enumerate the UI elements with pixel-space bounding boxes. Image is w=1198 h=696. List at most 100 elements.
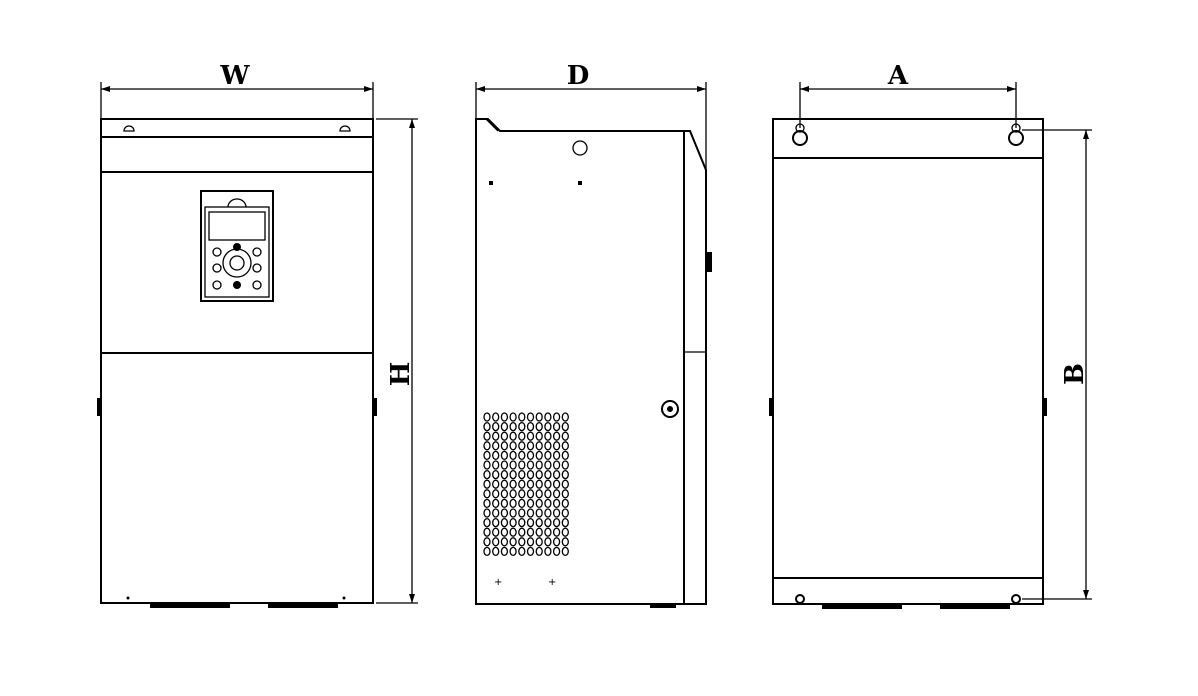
vent-slot xyxy=(492,412,500,422)
vent-slot xyxy=(544,498,552,509)
vent-slot xyxy=(561,517,569,528)
vent-slot xyxy=(561,489,569,499)
vent-slot xyxy=(552,498,561,509)
vent-slot xyxy=(492,498,500,509)
vent-slot xyxy=(535,527,543,537)
vent-slot xyxy=(526,469,535,480)
label-b: B xyxy=(1060,363,1090,385)
vent-slot xyxy=(509,527,517,537)
label-a: A xyxy=(887,61,909,91)
front-enclosure xyxy=(100,118,374,604)
keypad xyxy=(200,190,274,302)
vent-slot xyxy=(544,537,552,547)
vent-slot xyxy=(544,431,552,441)
vent-slot xyxy=(492,537,500,547)
vent-slot xyxy=(535,450,543,461)
vent-slot xyxy=(483,527,491,537)
vent-slot xyxy=(544,546,552,557)
vent-slot xyxy=(500,441,509,451)
vent-slot xyxy=(526,546,535,557)
vent-slot xyxy=(561,527,569,537)
vent-slot xyxy=(535,508,543,518)
vent-slot xyxy=(483,421,491,432)
vent-slot xyxy=(552,460,561,470)
vent-slot xyxy=(552,431,561,441)
vent-slot xyxy=(552,489,561,499)
vent-slot xyxy=(518,421,526,432)
vent-slot xyxy=(544,508,552,518)
vent-slot xyxy=(492,517,500,528)
vent-slot xyxy=(544,469,552,480)
vent-slot xyxy=(483,441,491,451)
vent-slot xyxy=(518,508,526,518)
vent-slot xyxy=(552,527,561,537)
vent-slot xyxy=(518,489,526,499)
label-h: H xyxy=(386,362,416,387)
vent-slot xyxy=(552,479,561,489)
vent-slot xyxy=(561,498,569,509)
vent-slot xyxy=(552,450,561,461)
vent-slot xyxy=(518,450,526,461)
vent-slot xyxy=(526,489,535,499)
ground-screw xyxy=(661,400,679,418)
vent-slot xyxy=(518,546,526,557)
vent-slot xyxy=(526,431,535,441)
vent-slot xyxy=(544,441,552,451)
vent-slot xyxy=(561,469,569,480)
label-d: D xyxy=(567,61,590,91)
vent-slot xyxy=(509,441,517,451)
vent-slot xyxy=(526,498,535,509)
display-screen xyxy=(208,211,266,241)
cable-entry xyxy=(572,140,588,156)
vent-slot xyxy=(483,517,491,528)
vent-slot xyxy=(509,489,517,499)
label-w: W xyxy=(219,61,250,91)
vent-slot xyxy=(526,421,535,432)
svg-text:+: + xyxy=(548,577,556,588)
vent-slot xyxy=(483,460,491,470)
lifting-hole xyxy=(339,125,351,132)
vent-slot xyxy=(552,517,561,528)
vent-slot xyxy=(509,479,517,489)
vent-slot xyxy=(500,421,509,432)
dimension-w: W xyxy=(100,61,374,118)
vent-slot xyxy=(561,450,569,461)
vent-slot xyxy=(483,489,491,499)
vent-slot xyxy=(483,546,491,557)
vent-slot xyxy=(535,412,543,422)
svg-text:+: + xyxy=(494,577,502,588)
vent-slot xyxy=(483,431,491,441)
vent-grille xyxy=(483,412,569,557)
vent-slot xyxy=(561,421,569,432)
vent-slot xyxy=(492,546,500,557)
vent-slot xyxy=(526,441,535,451)
vent-slot xyxy=(544,517,552,528)
mounting-hole xyxy=(792,123,808,146)
vent-slot xyxy=(561,479,569,489)
vent-slot xyxy=(483,498,491,509)
vent-slot xyxy=(518,517,526,528)
side-view: D + + xyxy=(475,61,712,608)
dimension-h: H xyxy=(376,118,418,604)
vent-slot xyxy=(535,517,543,528)
vent-slot xyxy=(483,469,491,480)
dimension-a: A xyxy=(799,61,1017,128)
vent-slot xyxy=(509,460,517,470)
vent-slot xyxy=(483,450,491,461)
vent-slot xyxy=(500,412,509,422)
vent-slot xyxy=(544,412,552,422)
vent-slot xyxy=(509,546,517,557)
vent-slot xyxy=(561,441,569,451)
vent-slot xyxy=(492,421,500,432)
vent-slot xyxy=(535,441,543,451)
vent-slot xyxy=(544,489,552,499)
vent-slot xyxy=(518,527,526,537)
vent-slot xyxy=(509,431,517,441)
vent-slot xyxy=(509,469,517,480)
vent-slot xyxy=(483,412,491,422)
vent-slot xyxy=(492,460,500,470)
vent-slot xyxy=(518,431,526,441)
vent-slot xyxy=(552,469,561,480)
vent-slot xyxy=(535,469,543,480)
